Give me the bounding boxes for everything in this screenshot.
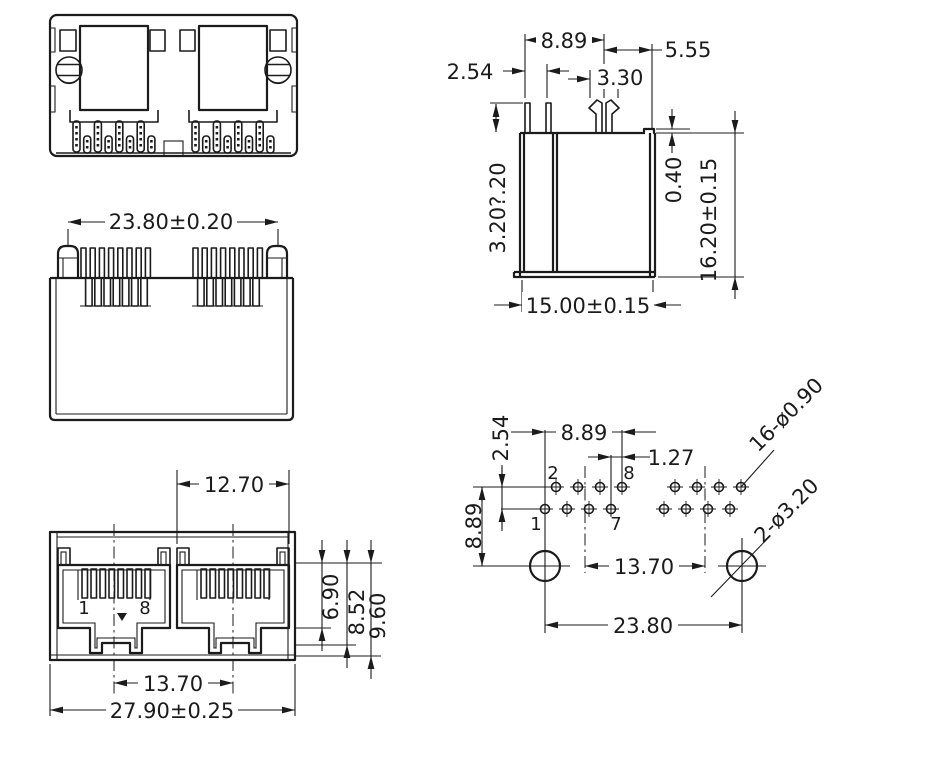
pcb-footprint: 8.89 1.27 2.54 8.89 13.70 <box>462 373 828 638</box>
dim-footprint-stagger: 1.27 <box>588 446 694 470</box>
dim-side-latch-width: 3.30 <box>568 64 646 98</box>
dim-text-overall-width: 27.90±0.25 <box>110 699 234 723</box>
front-body-outline <box>48 530 297 662</box>
dim-text-overall-depth: 15.00±0.15 <box>526 294 650 318</box>
rear-post-right <box>265 244 289 278</box>
center-foot <box>163 140 184 157</box>
rear-post-left <box>56 244 80 278</box>
dim-text-pin-pitch: 2.54 <box>447 60 494 84</box>
footprint-pin1-label: 1 <box>530 514 541 535</box>
screw-boss-left <box>55 56 83 85</box>
side-body-verticals <box>518 133 657 277</box>
dim-text-pin-span: 8.89 <box>561 421 608 445</box>
leader-mount-holes: 2-ø3.20 <box>710 474 824 598</box>
rear-body-outline <box>48 278 295 422</box>
side-pin <box>524 102 531 134</box>
pin8-label: 8 <box>139 598 150 619</box>
dim-side-step: 0.40 <box>656 109 744 203</box>
rear-body-inner <box>55 278 288 415</box>
rear-view: 23.80±0.20 <box>48 208 295 422</box>
left-edge-notches <box>50 27 56 113</box>
dim-side-overall-depth: 15.00±0.15 <box>494 280 681 318</box>
dim-footprint-row-to-mount: 8.89 <box>462 487 486 566</box>
dim-text-pin-height: 3.20?.20 <box>486 162 510 253</box>
front-view: 1 8 12.70 13.7 <box>48 470 390 723</box>
dim-footprint-pin-span: 8.89 <box>511 419 656 445</box>
dim-text-total-opening-height: 9.60 <box>366 593 390 640</box>
side-body-bottom <box>512 270 655 279</box>
pin1-label: 1 <box>78 598 89 619</box>
port-opening-inner <box>62 569 166 649</box>
dim-front-overall-width: 27.90±0.25 <box>49 664 296 723</box>
pin-shelves <box>69 110 278 123</box>
dim-text-overall-height: 16.20±0.15 <box>697 158 721 282</box>
dim-text-mount-spacing: 23.80 <box>613 614 673 638</box>
top-view-housing-outline <box>48 13 299 158</box>
port-opening-inner <box>181 569 285 649</box>
dim-text-row-pitch: 2.54 <box>489 415 513 462</box>
side-pin <box>545 102 552 134</box>
port-opening-outline <box>56 563 172 655</box>
dim-text-port-width: 12.70 <box>204 473 264 497</box>
dim-footprint-row-pitch: 2.54 <box>489 415 513 531</box>
top-tab <box>179 29 196 52</box>
dim-side-pin-pitch: 2.54 <box>447 60 569 98</box>
footprint-pin2-label: 2 <box>547 463 558 484</box>
footprint-centerlines <box>584 466 706 573</box>
dim-rear-width: 23.80±0.20 <box>67 208 279 247</box>
port-cavity-right <box>197 24 269 112</box>
footprint-extension-lines <box>473 430 766 633</box>
dim-text-latch-width: 3.30 <box>597 66 644 90</box>
dim-front-port-width: 12.70 <box>176 470 290 544</box>
screw-boss-right <box>264 56 292 85</box>
top-view <box>48 13 299 158</box>
dim-side-pin-height: 3.20?.20 <box>486 102 523 254</box>
leader-pin-holes: 16-ø0.90 <box>740 373 828 488</box>
front-port-right <box>175 547 291 655</box>
dim-side-overall-height: 16.20±0.15 <box>658 111 744 299</box>
port-contact-slots <box>81 568 152 599</box>
top-view-pins <box>72 120 275 154</box>
port-contact-slots <box>200 568 271 599</box>
dim-text-step-height: 8.52 <box>345 589 369 636</box>
footprint-pin7-label: 7 <box>610 514 621 535</box>
dim-footprint-port-spacing: 13.70 <box>585 553 705 579</box>
rear-contact-teeth <box>80 247 264 307</box>
dim-text-rear-width: 23.80±0.20 <box>109 210 233 234</box>
pin-holes <box>537 479 749 517</box>
label-pin-holes: 16-ø0.90 <box>745 373 828 456</box>
dim-front-port-spacing: 13.70 <box>114 670 233 696</box>
port-centerlines <box>113 524 234 700</box>
top-tab <box>149 29 166 52</box>
dim-text-footprint-port-spacing: 13.70 <box>614 555 674 579</box>
port-opening-outline <box>175 563 291 655</box>
dim-text-step: 0.40 <box>662 157 686 204</box>
label-mount-holes: 2-ø3.20 <box>750 474 824 548</box>
dim-text-opening-height: 6.90 <box>319 574 343 621</box>
dim-side-pin-to-latch: 8.89 <box>524 27 605 98</box>
dim-text-pin-to-latch: 8.89 <box>541 29 588 53</box>
dim-text-port-spacing: 13.70 <box>143 672 203 696</box>
dim-text-latch-to-edge: 5.55 <box>665 38 712 62</box>
latch-prong-right <box>605 99 620 134</box>
dim-front-heights: 6.90 8.52 9.60 <box>296 540 390 679</box>
latch-prong-left <box>588 99 603 134</box>
port-cavity-left <box>78 24 150 112</box>
top-tab <box>269 29 287 52</box>
front-port-left: 1 8 <box>56 547 172 655</box>
dim-text-stagger: 1.27 <box>648 446 695 470</box>
right-edge-notches <box>291 27 297 113</box>
dim-text-row-to-mount: 8.89 <box>462 503 486 550</box>
dim-footprint-mount-spacing: 23.80 <box>545 612 742 638</box>
polarity-triangle-icon <box>117 613 127 621</box>
side-body-top <box>520 127 656 135</box>
dim-side-latch-to-edge: 5.55 <box>604 38 711 128</box>
footprint-pin8-label: 8 <box>623 463 634 484</box>
top-tab <box>59 29 77 52</box>
side-view: 8.89 5.55 2.54 3.30 3.20?.20 <box>447 27 744 318</box>
